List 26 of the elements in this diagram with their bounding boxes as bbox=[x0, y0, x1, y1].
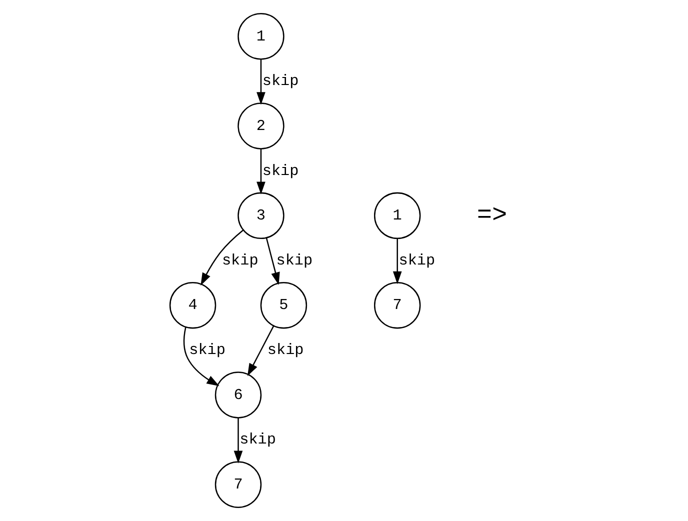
arrow bbox=[183, 327, 220, 386]
edge-label: skip bbox=[398, 251, 436, 270]
arrow bbox=[392, 238, 402, 284]
edge-label: skip bbox=[262, 72, 299, 90]
edge-label: skip bbox=[267, 341, 304, 360]
edge-label: skip bbox=[189, 341, 226, 360]
edge-label: skip bbox=[262, 162, 299, 180]
node-circle: 1 bbox=[238, 13, 284, 60]
arrow bbox=[256, 148, 266, 194]
node-circle: 1 bbox=[374, 192, 421, 240]
node-circle: 3 bbox=[238, 192, 284, 240]
node-circle: 6 bbox=[214, 372, 262, 418]
arrow bbox=[256, 59, 266, 105]
node-circle: 7 bbox=[214, 461, 262, 508]
edge-label: skip bbox=[222, 251, 258, 270]
edge-label: skip bbox=[240, 430, 276, 449]
node-circle: 4 bbox=[169, 282, 216, 329]
arrow bbox=[266, 238, 280, 286]
arrow bbox=[234, 418, 243, 464]
arrow bbox=[200, 230, 244, 286]
node-circle: 7 bbox=[374, 282, 421, 329]
label: => bbox=[476, 200, 508, 230]
arrow bbox=[247, 326, 274, 376]
edge-label: skip bbox=[276, 251, 313, 270]
node-circle: 2 bbox=[238, 102, 284, 150]
node-circle: 5 bbox=[260, 282, 308, 329]
